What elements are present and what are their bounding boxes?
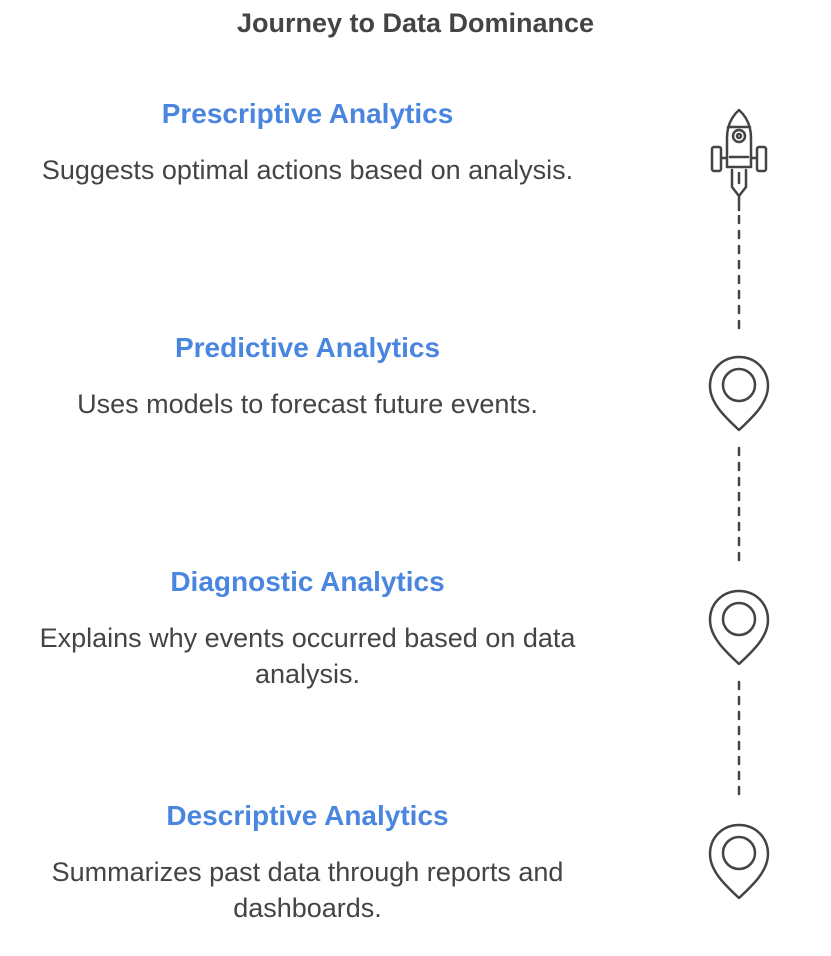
map-pin-icon <box>708 589 770 666</box>
diagram-title: Journey to Data Dominance <box>236 8 595 38</box>
stage-title-prescriptive: Prescriptive Analytics <box>161 98 454 129</box>
stage-description-diagnostic: Explains why events occurred based on da… <box>39 623 576 689</box>
stage-title-diagnostic: Diagnostic Analytics <box>170 566 445 597</box>
map-pin-icon <box>708 355 770 432</box>
stage-description-descriptive: Summarizes past data through reports and… <box>51 857 564 923</box>
rocket-icon <box>710 108 768 212</box>
stage-description-prescriptive: Suggests optimal actions based on analys… <box>41 155 574 185</box>
journey-track <box>708 108 770 900</box>
stage-title-descriptive: Descriptive Analytics <box>166 800 449 831</box>
map-pin-icon <box>708 823 770 900</box>
stage-title-predictive: Predictive Analytics <box>174 332 441 363</box>
stage-description-predictive: Uses models to forecast future events. <box>77 389 538 419</box>
